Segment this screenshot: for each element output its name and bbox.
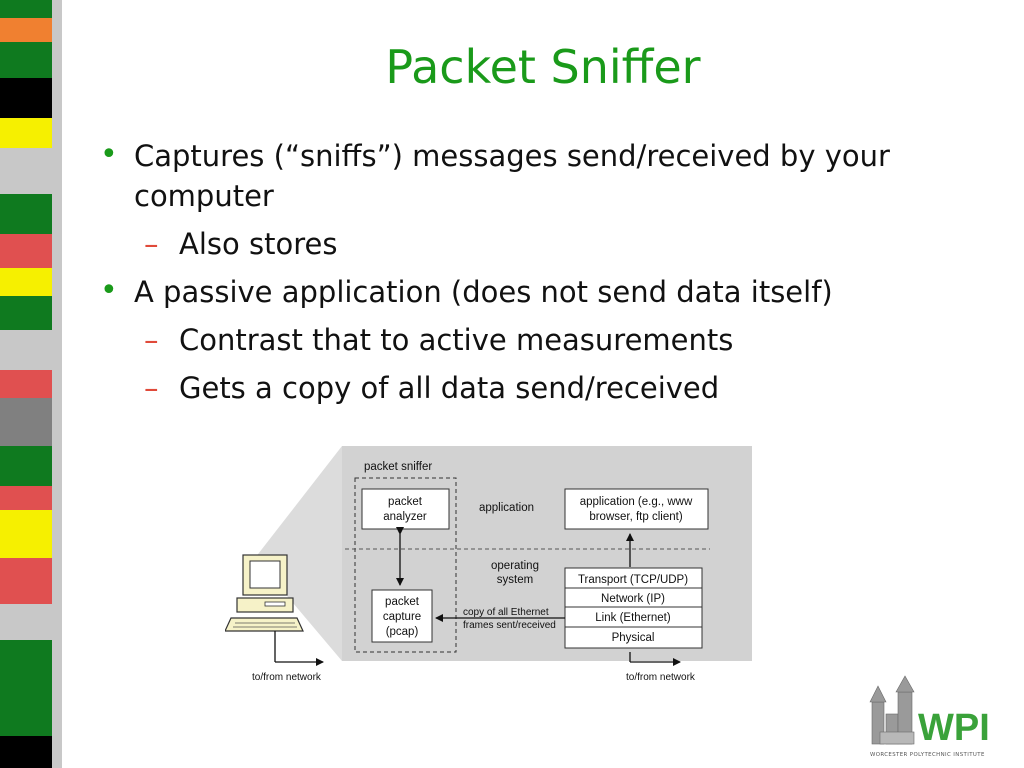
stripe-segment (0, 268, 62, 296)
sub-bullet-text: Contrast that to active measurements (179, 323, 734, 357)
application-label: application (479, 502, 534, 514)
os-label-line1: operating (491, 560, 539, 572)
stack-layer: Link (Ethernet) (595, 612, 671, 624)
wpi-logo: WPI WORCESTER POLYTECHNIC INSTITUTE (869, 675, 990, 758)
packet-sniffer-label: packet sniffer (364, 461, 432, 473)
stripe-edge (52, 0, 62, 768)
stripe-segment (0, 736, 62, 768)
stripe-segment (0, 78, 62, 118)
computer-icon (225, 554, 304, 632)
dash-icon: – (144, 371, 159, 405)
stripe-segment (0, 234, 62, 268)
stripe-segment (0, 486, 62, 510)
to-from-network-right: to/from network (626, 672, 696, 683)
application-box: application (e.g., www browser, ftp clie… (564, 488, 709, 530)
packet-analyzer-box: packet analyzer (361, 488, 450, 530)
copy-frames-label-line1: copy of all Ethernet (463, 607, 549, 618)
bullet-item: • Captures (“sniffs”) messages send/rece… (100, 136, 980, 216)
svg-text:analyzer: analyzer (383, 511, 427, 523)
decorative-color-stripe (0, 0, 62, 768)
sub-bullet-item: – Gets a copy of all data send/received (100, 368, 980, 408)
svg-text:browser, ftp client): browser, ftp client) (589, 511, 682, 523)
stripe-segment (0, 604, 62, 640)
bullet-list: • Captures (“sniffs”) messages send/rece… (100, 136, 980, 416)
bullet-icon: • (100, 137, 118, 172)
copy-frames-label-line2: frames sent/received (463, 620, 556, 631)
svg-text:packet: packet (388, 496, 423, 508)
stripe-segment (0, 42, 62, 78)
svg-text:(pcap): (pcap) (386, 626, 419, 638)
sub-bullet-item: – Also stores (100, 224, 980, 264)
dash-icon: – (144, 227, 159, 261)
stripe-segment (0, 296, 62, 330)
os-label-line2: system (497, 574, 533, 586)
stripe-segment (0, 18, 62, 42)
packet-sniffer-diagram: to/from network packet sniffer packet an… (225, 446, 752, 683)
stripe-segment (0, 446, 62, 486)
packet-sniffer-boundary (354, 477, 457, 653)
sub-bullet-text: Gets a copy of all data send/received (179, 371, 720, 405)
stack-layer: Network (IP) (601, 593, 665, 605)
stripe-segment (0, 640, 62, 736)
svg-text:application (e.g., www: application (e.g., www (580, 496, 693, 508)
stripe-segment (0, 118, 62, 148)
stripe-segment (0, 558, 62, 604)
stack-layer: Transport (TCP/UDP) (578, 574, 688, 586)
bullet-text: Captures (“sniffs”) messages send/receiv… (134, 139, 890, 213)
sub-bullet-text: Also stores (179, 227, 338, 261)
svg-text:capture: capture (383, 611, 421, 623)
bullet-icon: • (100, 273, 118, 308)
stripe-segment (0, 510, 62, 558)
slide-title: Packet Sniffer (385, 40, 701, 94)
protocol-stack: Transport (TCP/UDP) Network (IP) Link (E… (564, 567, 703, 649)
logo-text: WPI (918, 707, 990, 749)
svg-text:packet: packet (385, 596, 420, 608)
stripe-segment (0, 194, 62, 234)
bullet-item: • A passive application (does not send d… (100, 272, 980, 312)
bullet-text: A passive application (does not send dat… (134, 275, 833, 309)
stripe-segment (0, 0, 62, 18)
stack-layer: Physical (612, 632, 655, 644)
sub-bullet-item: – Contrast that to active measurements (100, 320, 980, 360)
stripe-segment (0, 370, 62, 398)
stripe-segment (0, 398, 62, 446)
to-from-network-left: to/from network (252, 672, 322, 683)
logo-subtext: WORCESTER POLYTECHNIC INSTITUTE (870, 752, 985, 758)
dash-icon: – (144, 323, 159, 357)
stripe-segment (0, 148, 62, 194)
packet-capture-box: packet capture (pcap) (371, 589, 433, 643)
stripe-segment (0, 330, 62, 370)
